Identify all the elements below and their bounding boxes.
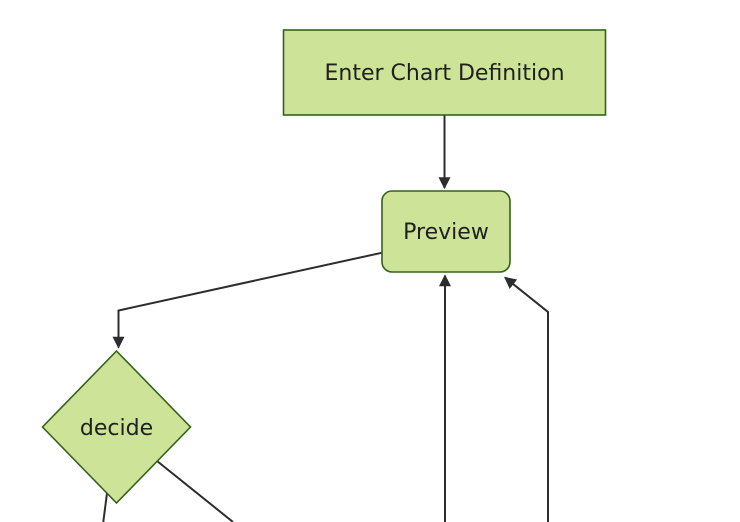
rectangle-shape: [282, 29, 607, 116]
node-label-enter-chart-definition: Enter Chart Definition: [324, 61, 564, 86]
edge-decide-to-offscreen-bottom-left: [102, 492, 108, 522]
edge-offscreen-bottom-right-to-preview: [504, 276, 549, 522]
node-label-preview: Preview: [403, 220, 489, 245]
node-label-decide: decide: [80, 416, 153, 441]
edge-preview-to-decide: [112, 251, 384, 349]
diamond-shape: [41, 349, 192, 505]
edge-layer: [102, 115, 549, 522]
flowchart-node-decide: decide: [41, 349, 192, 505]
rounded-rectangle-shape: [381, 190, 511, 273]
edge-decide-to-offscreen-bottom-right: [156, 460, 234, 522]
flowchart-node-preview: Preview: [381, 190, 511, 273]
flowchart-node-enter-chart-definition: Enter Chart Definition: [282, 29, 607, 116]
